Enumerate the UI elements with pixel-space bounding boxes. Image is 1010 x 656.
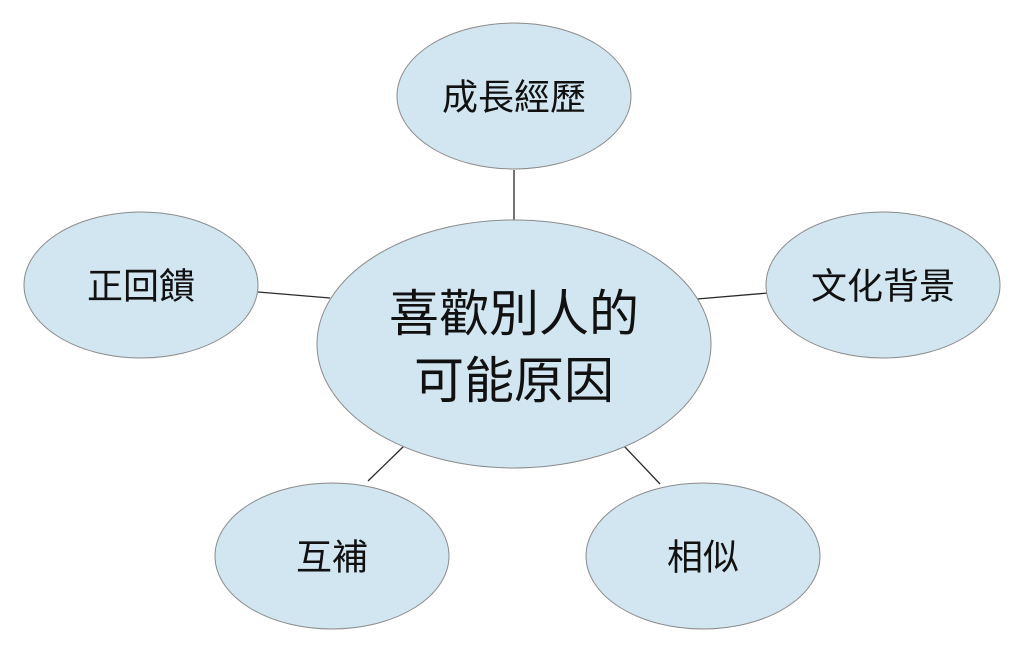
center-node-label-line1: 喜歡別人的 [389,285,639,343]
node-left-bubble [23,211,259,359]
connector-bottom-right [623,445,661,485]
node-bottom-left-bubble [214,482,450,630]
node-right-bubble [765,211,1001,359]
node-left-label: 正回饋 [87,267,195,308]
center-node: 喜歡別人的 可能原因 [316,219,712,469]
center-node-label-line2: 可能原因 [414,352,614,410]
node-right: 文化背景 [765,211,1001,359]
node-bottom-right: 相似 [585,482,821,630]
node-left: 正回饋 [23,211,259,359]
node-bottom-right-bubble [585,482,821,630]
connector-bottom-left [367,445,405,482]
connector-left [257,291,331,299]
node-bottom-left-label: 互補 [296,538,368,579]
node-top-label: 成長經歷 [442,78,586,119]
node-top-bubble [396,22,632,170]
node-bottom-left: 互補 [214,482,450,630]
node-top: 成長經歷 [396,22,632,170]
node-right-label: 文化背景 [811,267,955,308]
node-bottom-right-label: 相似 [667,538,739,579]
center-node-bubble [316,219,712,469]
connector-right [696,292,769,300]
